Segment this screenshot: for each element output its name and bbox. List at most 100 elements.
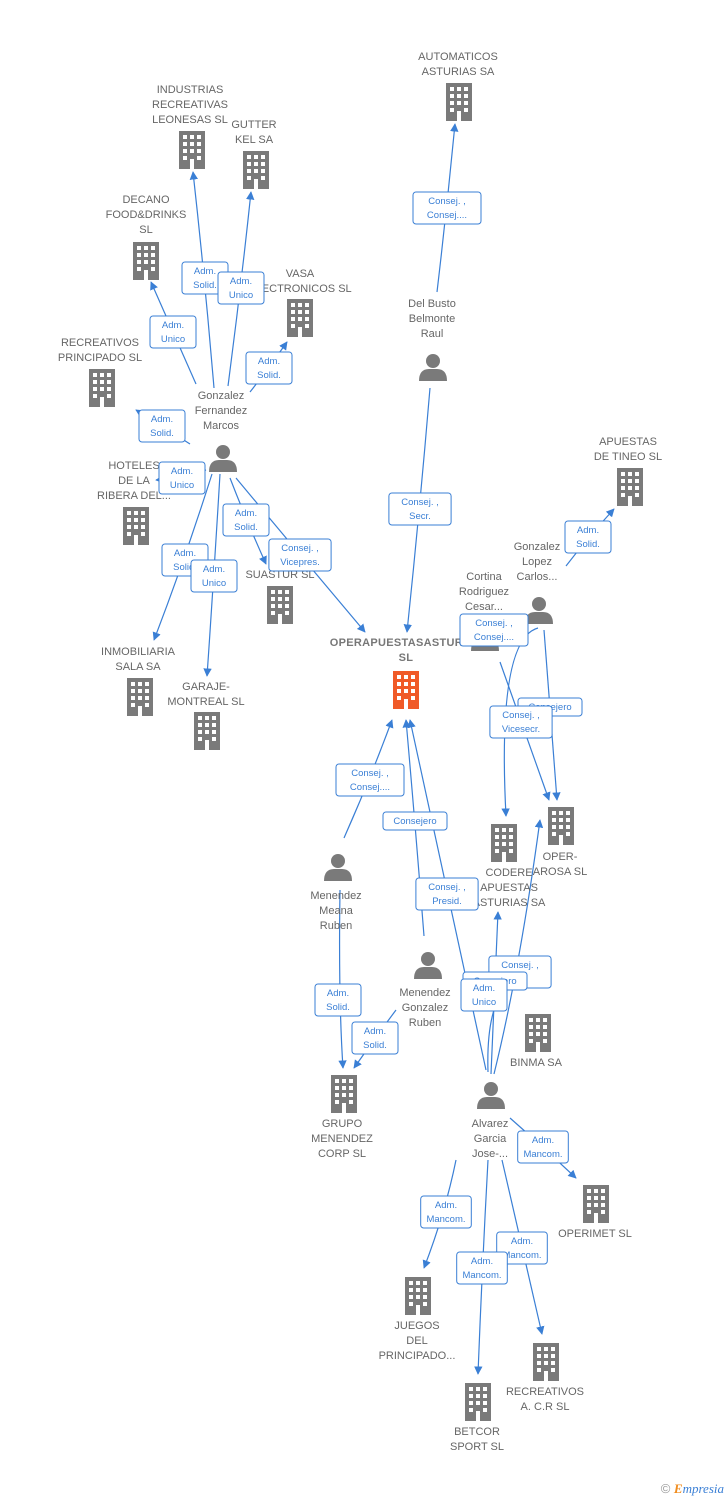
edge-label[interactable]: Adm. Solid. [351,1021,399,1055]
edge-label-box [351,1021,399,1055]
edge-gonzalezlc-to-codere [501,627,539,817]
node-operimet[interactable]: OPERIMET SL [558,1185,632,1240]
edge-label[interactable]: Adm.Solid. [222,503,270,537]
node-suastur[interactable]: SUASTUR SL [245,569,315,624]
edge-label[interactable]: Consej. ,Presid. [415,877,479,911]
edge-label[interactable]: Consej. ,Consej.... [412,191,482,225]
edge-label[interactable]: Adm.Mancom. [420,1195,472,1229]
edge-label[interactable]: Adm.Solid. [138,409,186,443]
node-gonzalezlc[interactable]: GonzalezLopezCarlos... [514,541,560,624]
node-label: Menendez [399,987,450,999]
edge-label-text: Adm. [171,466,193,477]
edge-label-text: Solid. [363,1040,387,1051]
building-icon [465,1383,491,1421]
edge-label[interactable]: Adm.Mancom. [456,1251,508,1285]
edge-label-text: Adm. [364,1026,386,1037]
edge-label[interactable]: Consejero [382,811,448,831]
edge-label[interactable]: Consej. ,Consej.... [335,763,405,797]
edge-label[interactable]: Adm.Unico [190,559,238,593]
node-label: Cortina [466,571,502,583]
node-binma[interactable]: BINMA SA [510,1014,563,1069]
edge-label[interactable]: Consej. ,Vicesecr. [489,705,553,739]
node-label: Belmonte [409,313,455,325]
building-icon [583,1185,609,1223]
edge-label-text: Solid. [257,370,281,381]
building-icon [194,712,220,750]
building-icon [331,1075,357,1113]
node-label: MONTREAL SL [167,696,244,708]
edge-label-text: Solid. [576,539,600,550]
brand-footer[interactable]: © Empresia [661,1481,724,1497]
edge-label-text: Unico [202,578,226,589]
edge-label[interactable]: Adm.Solid. [245,351,293,385]
edge-label[interactable]: Adm.Solid. [314,983,362,1017]
edge-label[interactable]: Adm.Solid. [564,520,612,554]
building-icon [617,468,643,506]
node-label: SL [399,652,414,664]
edge-label-box [149,315,197,349]
edge-label-box [564,520,612,554]
person-icon [419,354,447,381]
edge-label-text: Adm. [235,508,257,519]
building-icon [287,299,313,337]
node-label: HOTELES [108,460,159,472]
edge-label-text: Consej.... [474,632,514,643]
edge-label[interactable]: Consej. ,Secr. [388,492,452,526]
edge-label[interactable]: Consej. ,Consej.... [459,613,529,647]
node-label: Gonzalez [198,390,244,402]
node-label: Rodriguez [459,586,509,598]
edge-label-text: Unico [229,290,253,301]
building-icon [133,242,159,280]
node-alvarez[interactable]: AlvarezGarciaJose-... [472,1082,509,1160]
building-icon [405,1277,431,1315]
edge-label[interactable]: Adm.Unico [158,461,206,495]
node-label: Garcia [474,1133,507,1145]
node-juegos[interactable]: JUEGOSDELPRINCIPADO... [379,1277,456,1362]
edge-label[interactable]: Adm.Unico [217,271,265,305]
person-icon [477,1082,505,1109]
edge-label[interactable]: Consej. ,Vicepres. [268,538,332,572]
copyright-symbol: © [660,1481,671,1496]
edge-label[interactable]: Adm.Unico [149,315,197,349]
building-icon [525,1014,551,1052]
edge-label[interactable]: Adm.Unico [460,978,508,1012]
node-label: Carlos... [517,571,558,583]
node-label: APUESTAS [480,882,538,894]
node-label: Menendez [310,890,361,902]
node-garaje[interactable]: GARAJE-MONTREAL SL [167,681,245,750]
edge-label[interactable]: Adm.Mancom. [517,1130,569,1164]
building-icon [446,83,472,121]
edge-label-text: Mancom. [502,1250,541,1261]
node-label: Cesar... [465,601,503,613]
edge-label[interactable]: Adm.Mancom. [496,1231,548,1265]
node-operarosa[interactable]: OPER-AROSA SL [533,807,587,878]
node-label: SPORT SL [450,1441,504,1453]
node-label: OPERIMET SL [558,1228,632,1240]
building-icon [243,151,269,189]
edge-label-box [388,492,452,526]
edge-label-text: Adm. [151,414,173,425]
node-label: RECREATIVOS [61,337,139,349]
edge-labels-layer: Consej. ,Consej.... Consej. ,Secr. Adm. Sol… [138,191,612,1285]
node-label: Alvarez [472,1118,509,1130]
node-cortina[interactable]: CortinaRodriguezCesar... [459,571,509,651]
